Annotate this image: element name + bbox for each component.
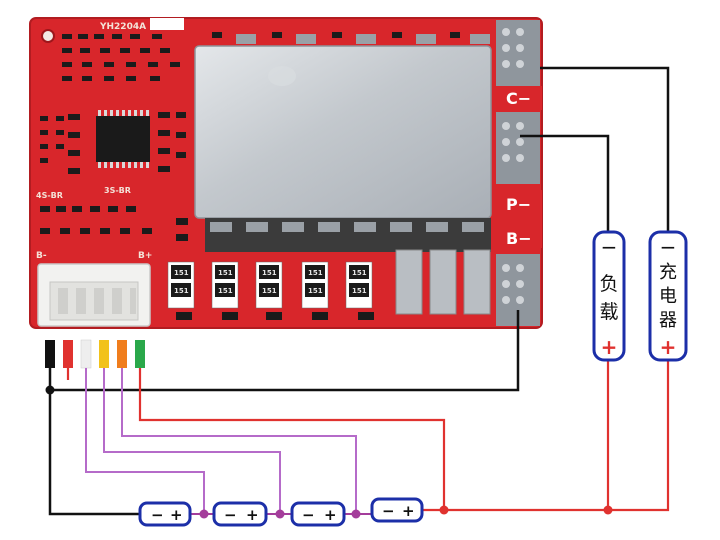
cell-plus-sign: + — [170, 506, 183, 524]
output-solder-pads — [496, 20, 540, 326]
pcb-silk-4s-br: 4S-BR — [36, 191, 63, 200]
terminal-p-minus-label: P− — [506, 195, 531, 214]
cell-minus-sign: − — [224, 506, 237, 524]
balance-resistor-bank: 151 151 151 151 151 151 151 151 151 151 — [167, 261, 374, 320]
resistor-code: 151 — [174, 287, 189, 295]
wire-junctions — [45, 385, 613, 519]
resistor-code: 151 — [308, 287, 323, 295]
resistor-code: 151 — [262, 287, 277, 295]
charger-minus-sign: − — [660, 235, 677, 259]
load-label-2: 载 — [599, 301, 618, 323]
pcb-silk-b-minus: B- — [36, 251, 47, 261]
current-shunt-resistors — [395, 249, 491, 315]
load-minus-sign: − — [601, 235, 618, 259]
resistor-code: 151 — [352, 269, 367, 277]
aluminum-heatsink — [194, 45, 492, 219]
cell-plus-sign: + — [402, 502, 415, 520]
charger-label-2: 电 — [659, 286, 677, 307]
battery-cell-3: − + — [290, 501, 346, 527]
battery-cell-4: − + — [370, 497, 424, 523]
cell-plus-sign: + — [246, 506, 259, 524]
connector-lead-wires — [45, 339, 145, 369]
balance-connector — [37, 263, 151, 327]
load-label-1: 负 — [599, 273, 618, 295]
black-wire-p-minus-load — [520, 134, 610, 232]
black-wire-b-minus — [48, 310, 520, 516]
cell-minus-sign: − — [151, 506, 164, 524]
charger-label-1: 充 — [659, 262, 677, 283]
battery-cell-2: − + — [212, 501, 268, 527]
charger-device: − 充 电 器 + — [648, 230, 688, 362]
pcb-silk-b-plus: B+ — [138, 251, 152, 261]
pcb-model-label: YH2204A — [99, 22, 146, 32]
terminal-b-minus-label: B− — [506, 229, 532, 248]
black-wire-c-minus-charger — [540, 66, 670, 232]
terminal-c-minus-label: C− — [506, 89, 531, 108]
balance-sense-wires — [85, 368, 357, 514]
resistor-code: 151 — [218, 287, 233, 295]
resistor-code: 151 — [218, 269, 233, 277]
load-device: − 负 载 + — [592, 230, 626, 362]
bms-pcb-board: YH2204A — [29, 17, 543, 329]
resistor-code: 151 — [262, 269, 277, 277]
charger-label-3: 器 — [659, 310, 677, 331]
red-wire-positive — [66, 360, 670, 512]
resistor-code: 151 — [352, 287, 367, 295]
load-plus-sign: + — [601, 335, 618, 359]
battery-cell-1: − + — [138, 501, 192, 527]
pcb-silk-3s-br: 3S-BR — [104, 186, 131, 195]
charger-plus-sign: + — [660, 335, 677, 359]
cell-plus-sign: + — [324, 506, 337, 524]
cell-minus-sign: − — [302, 506, 315, 524]
ic-chip — [96, 110, 150, 168]
resistor-code: 151 — [308, 269, 323, 277]
cell-minus-sign: − — [382, 502, 395, 520]
resistor-code: 151 — [174, 269, 189, 277]
